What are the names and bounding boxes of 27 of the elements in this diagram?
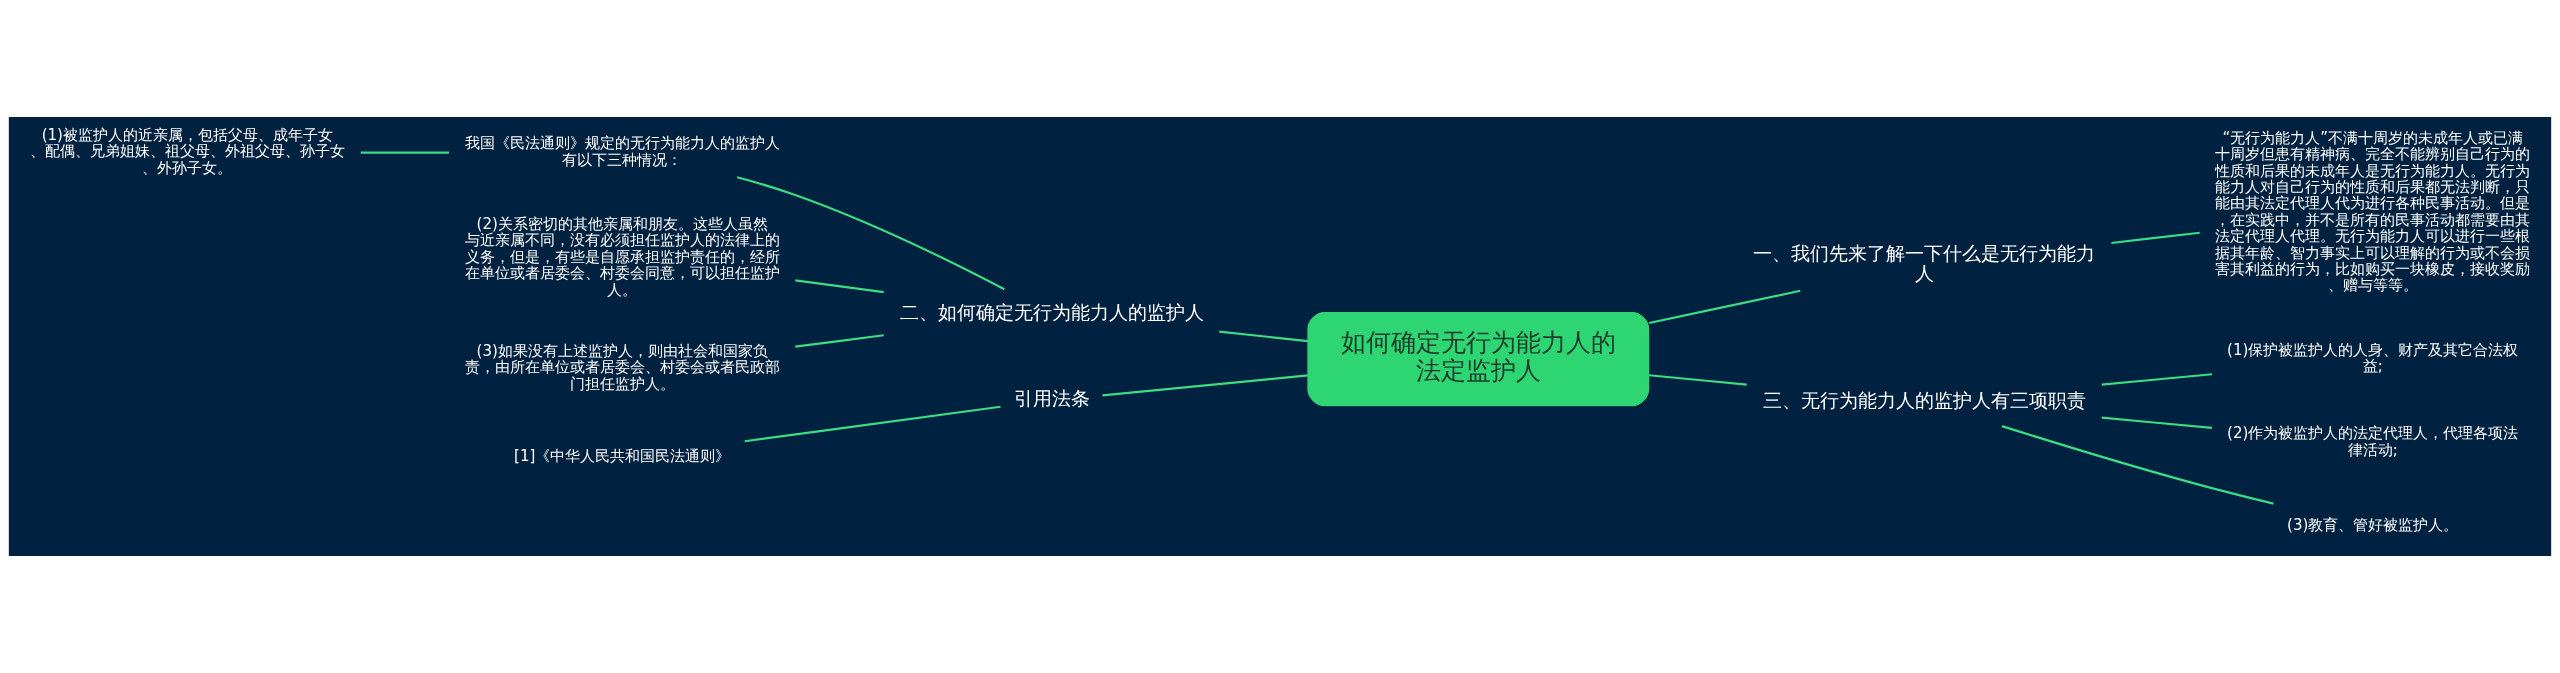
node-text: 我国《民法通则》规定的无行为能力人的监护人有以下三种情况： — [464, 134, 780, 169]
node-text: (2)关系密切的其他亲属和朋友。这些人虽然与近亲属不同，没有必须担任监护人的法律上的义务，但是，有些是自愿承担监护责任的，经所在单位或者居委会、村委会同意，可以担任监护人。 — [464, 214, 780, 299]
connector — [795, 279, 884, 294]
connector — [2101, 373, 2213, 386]
connector — [2111, 231, 2200, 245]
connector — [1219, 330, 1309, 343]
connector — [360, 151, 449, 154]
connector — [1102, 374, 1309, 397]
connector — [744, 405, 1001, 443]
node-text: [1]《中华人民共和国民法通则》 — [514, 447, 731, 466]
node-box: 如何确定无行为能力人的法定监护人 — [1307, 311, 1650, 407]
node-text: (2)作为被监护人的法定代理人，代理各项法律活动; — [2227, 424, 2519, 459]
node-text: (1)被监护人的近亲属，包括父母、成年子女、配偶、兄弟姐妹、祖父母、外祖父母、孙子女、外孙子女。 — [29, 125, 345, 177]
node-text: 三、无行为能力人的监护人有三项职责 — [1762, 388, 2086, 412]
connector — [736, 176, 1005, 291]
node-text: 一、我们先来了解一下什么是无行为能力人 — [1753, 241, 2096, 286]
connector — [1649, 374, 1747, 386]
node-text: “无行为能力人”不满十周岁的未成年人或已满十周岁但患有精神病、完全不能辨别自己行为的性质和后果的未成年人是无行为能力人。无行为能力人对自己行为的性质和后果都无法判断，只能由其法定代理人代为进行各种民事活动。但是，在实践中，并不是所有的民事活动都需要由其法定代理人代理。无行为能力人可以进行一些根据其年龄、智力事实上可以理解的行为或不会损害其利益的行为，比如购买一块橡皮，接收奖励、赠与等等。 — [2215, 128, 2531, 295]
connector — [2101, 416, 2213, 429]
node-text: (3)如果没有上述监护人，则由社会和国家负责，由所在单位或者居委会、村委会或者民政部门担任监护人。 — [464, 342, 780, 393]
node-text: (3)教育、管好被监护人。 — [2287, 515, 2459, 534]
connector — [795, 334, 884, 348]
connector — [2001, 425, 2274, 505]
node-text: 引用法条 — [1013, 387, 1090, 411]
node-text: 二、如何确定无行为能力人的监护人 — [899, 300, 1204, 324]
connector — [1648, 289, 1801, 325]
node-text: (1)保护被监护人的人身、财产及其它合法权益; — [2227, 340, 2519, 376]
